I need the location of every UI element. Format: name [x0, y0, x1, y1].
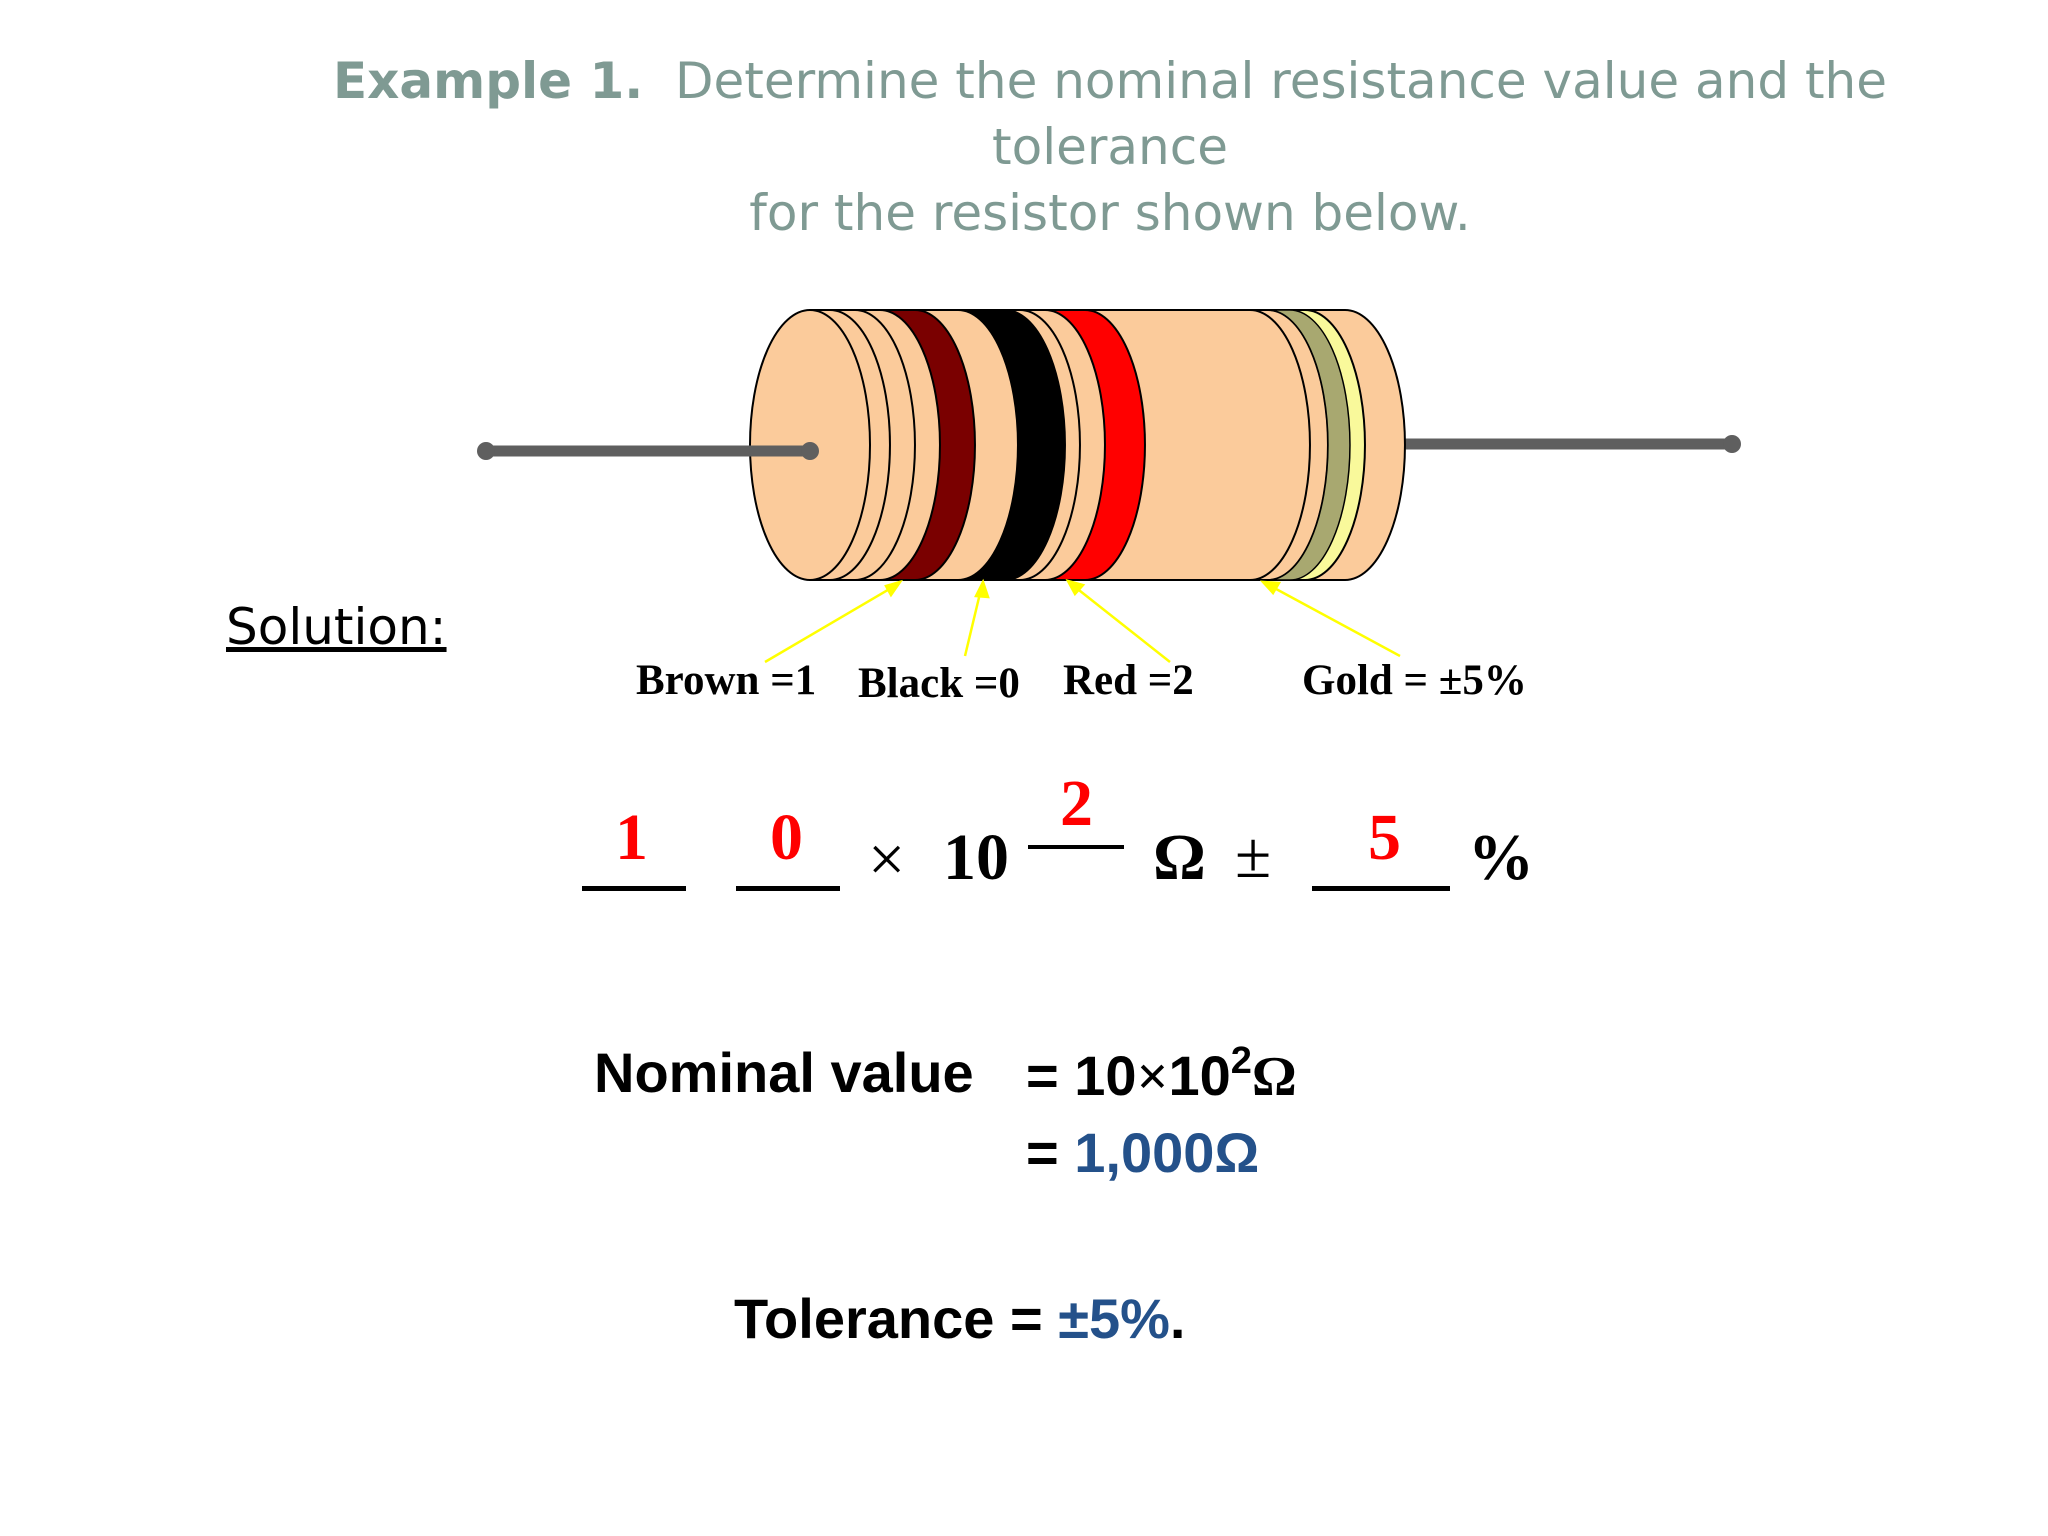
nominal-eq1-ten: 10	[1168, 1044, 1231, 1107]
solution-label: Solution:	[226, 598, 447, 656]
right-lead-end	[1723, 435, 1741, 453]
nominal-equation-2: = 1,000Ω	[1026, 1120, 1259, 1185]
blank-exponent	[1028, 845, 1124, 849]
tolerance-period: .	[1169, 1287, 1186, 1350]
nominal-eq2-value: 1,000Ω	[1074, 1121, 1260, 1184]
band-label-gold: Gold = ±5%	[1302, 657, 1527, 704]
band-black	[957, 309, 1066, 581]
blank-digit-1	[582, 886, 686, 891]
tolerance-digit: 5	[1368, 801, 1401, 874]
nominal-equation-1: = 10×102Ω	[1026, 1040, 1297, 1109]
band-red	[1044, 309, 1146, 581]
arrow-brown	[764, 582, 899, 664]
blank-digit-2	[736, 886, 840, 891]
band-arrows	[764, 578, 1401, 664]
nominal-eq2-prefix: =	[1026, 1121, 1059, 1184]
tolerance-line: Tolerance = ±5%.	[734, 1286, 1185, 1351]
ohm-symbol: Ω	[1153, 821, 1206, 894]
percent-symbol: %	[1468, 821, 1534, 894]
body-contour-4	[1249, 309, 1311, 581]
digit-1: 1	[615, 801, 648, 874]
nominal-value-label: Nominal value	[594, 1041, 974, 1104]
exponent-digit: 2	[1060, 767, 1093, 840]
base-ten: 10	[943, 821, 1009, 894]
arrow-gold	[1264, 581, 1401, 658]
title-line-2: for the resistor shown below.	[749, 184, 1471, 242]
band-gold-shade	[1267, 309, 1351, 581]
times-symbol: ×	[868, 823, 906, 896]
nominal-eq1-ohm: Ω	[1251, 1046, 1297, 1108]
arrow-brown-head	[884, 579, 904, 598]
band-label-black: Black =0	[858, 660, 1020, 707]
body-contour-3	[1019, 309, 1081, 581]
band-label-red: Red =2	[1063, 657, 1194, 704]
nominal-eq1-times: ×	[1136, 1046, 1169, 1108]
nominal-eq1-prefix: = 10	[1026, 1044, 1137, 1107]
blank-tolerance	[1312, 886, 1450, 891]
left-lead-end	[477, 442, 495, 460]
title-line-1: Example 1. Determine the nominal resista…	[260, 48, 1960, 180]
page-title: Example 1. Determine the nominal resista…	[260, 48, 1960, 246]
digit-2: 0	[770, 801, 803, 874]
band-label-brown: Brown =1	[636, 657, 817, 704]
arrow-red	[1069, 582, 1171, 663]
nominal-eq1-exp: 2	[1230, 1040, 1252, 1082]
band-brown	[879, 309, 976, 581]
body-contour-1	[829, 309, 891, 581]
tolerance-label: Tolerance =	[734, 1287, 1043, 1350]
tolerance-value: ±5%	[1058, 1287, 1170, 1350]
plus-minus-symbol: ±	[1235, 819, 1272, 892]
arrow-red-head	[1065, 579, 1086, 597]
body-contour-2	[854, 309, 916, 581]
arrow-black-head	[974, 578, 990, 599]
title-line-1-text: Determine the nominal resistance value a…	[675, 52, 1888, 176]
left-lead-attach	[801, 442, 819, 460]
example-label: Example 1.	[332, 52, 644, 110]
arrow-gold-head	[1260, 580, 1282, 596]
